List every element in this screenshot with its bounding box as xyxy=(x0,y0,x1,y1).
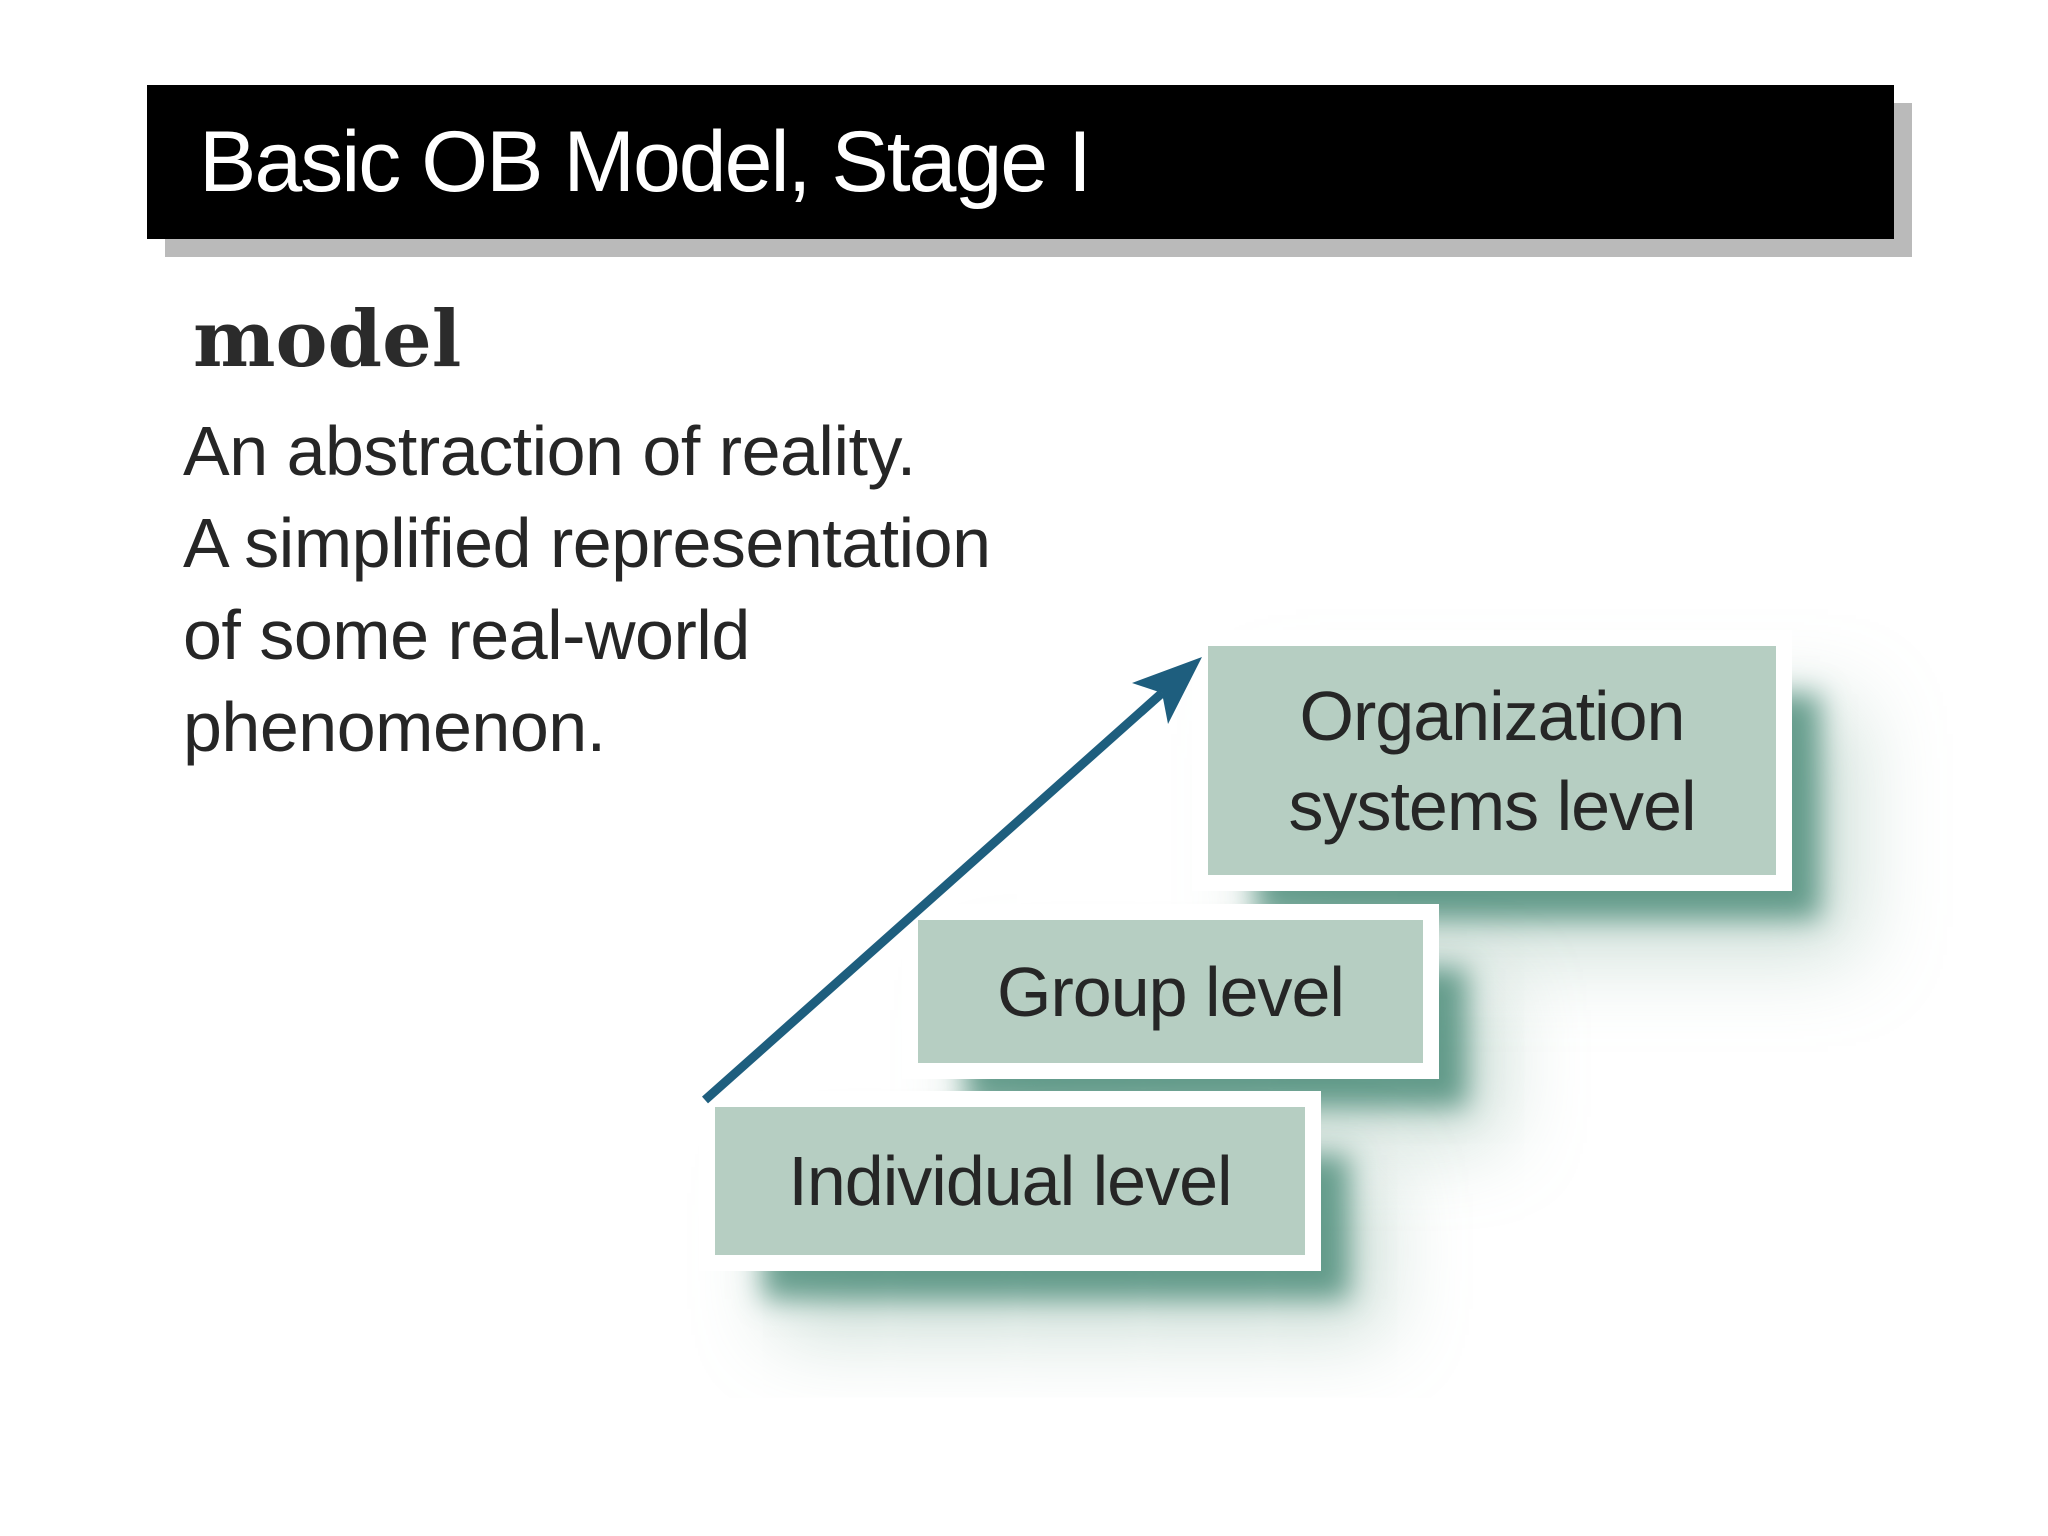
arrow-head xyxy=(1132,657,1202,724)
slide-title: Basic OB Model, Stage I xyxy=(199,113,1092,210)
group-level-label: Group level xyxy=(997,952,1345,1031)
organization-systems-level-box: Organization systems level xyxy=(1208,646,1776,875)
title-bar: Basic OB Model, Stage I xyxy=(147,85,1894,239)
definition-line-4: phenomenon. xyxy=(183,688,606,766)
organization-systems-level-label: Organization systems level xyxy=(1288,671,1696,851)
definition-line-1: An abstraction of reality. xyxy=(183,412,916,490)
term-heading: model xyxy=(193,294,462,385)
organization-label-line-1: Organization xyxy=(1299,676,1686,755)
organization-label-line-2: systems level xyxy=(1288,766,1696,845)
definition-text: An abstraction of reality. A simplified … xyxy=(183,405,991,773)
definition-line-3: of some real-world xyxy=(183,596,750,674)
group-level-box: Group level xyxy=(918,920,1423,1063)
individual-level-box: Individual level xyxy=(715,1107,1305,1255)
definition-line-2: A simplified representation xyxy=(183,504,991,582)
individual-level-label: Individual level xyxy=(788,1142,1232,1220)
